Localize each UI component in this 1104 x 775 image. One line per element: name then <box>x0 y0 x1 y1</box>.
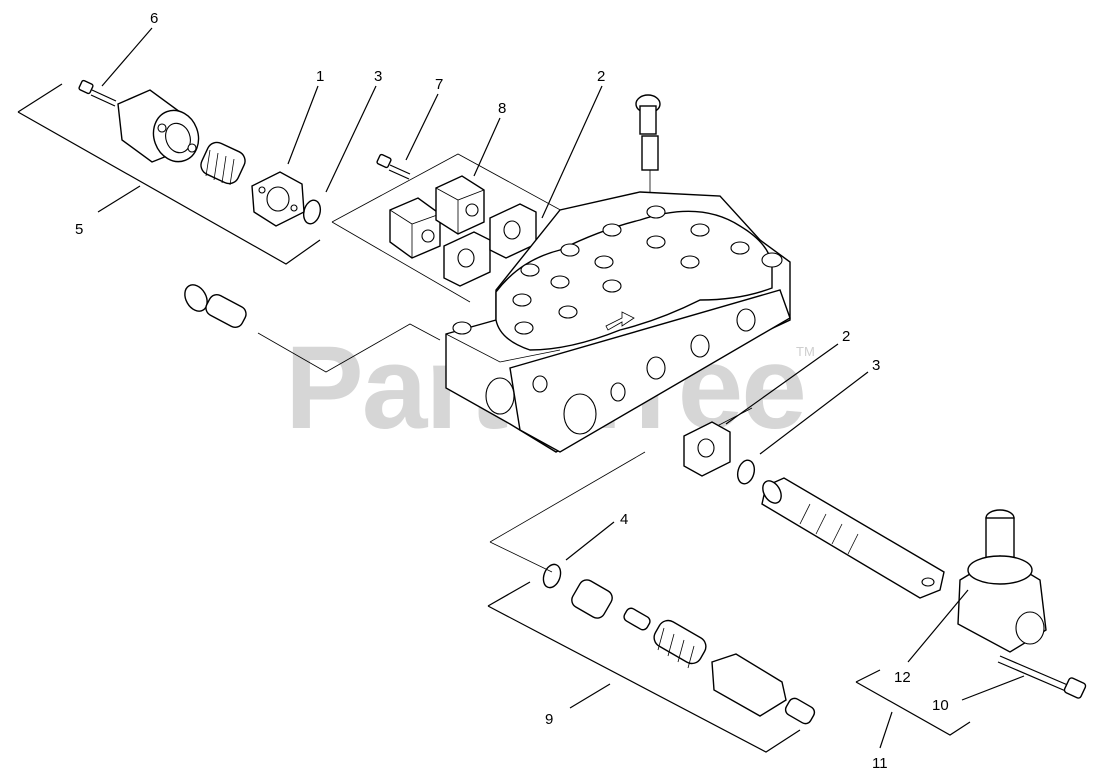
callout-11: 11 <box>872 755 888 772</box>
callout-12: 12 <box>894 669 911 686</box>
group-bracket-9 <box>487 581 801 753</box>
plate-part-2b <box>683 421 731 477</box>
o-ring-part-3b <box>736 459 756 485</box>
callout-10: 10 <box>932 697 949 714</box>
callout-2b: 2 <box>842 328 850 345</box>
plate-parts <box>443 203 537 287</box>
screw-part-10 <box>997 655 1087 699</box>
callout-7: 7 <box>435 76 443 93</box>
poppet-part <box>635 94 661 171</box>
spring-part <box>200 141 246 186</box>
spool-part <box>761 477 945 599</box>
callout-3b: 3 <box>872 357 880 374</box>
callout-6: 6 <box>150 10 158 27</box>
plug-part <box>184 284 247 328</box>
callout-2a: 2 <box>597 68 605 85</box>
cube-part-8 <box>389 175 485 259</box>
screw-part-6 <box>78 79 117 107</box>
o-ring-part-3a <box>302 199 322 225</box>
callout-3a: 3 <box>374 68 382 85</box>
flange-part-1 <box>251 171 305 227</box>
valve-body-part-2 <box>445 191 791 453</box>
callout-8: 8 <box>498 100 506 117</box>
callout-5: 5 <box>75 221 83 238</box>
callout-4: 4 <box>620 511 628 528</box>
handle-housing-part-12 <box>957 509 1047 653</box>
relief-valve-part-9 <box>571 579 816 725</box>
callout-labels: 6 1 3 7 8 2 5 2 3 4 9 12 10 11 <box>75 10 949 772</box>
callout-1: 1 <box>316 68 324 85</box>
leader-lines <box>101 27 1025 701</box>
callout-9: 9 <box>545 711 553 728</box>
group-bracket-11 <box>855 669 971 749</box>
watermark-trademark: TM <box>796 344 815 359</box>
solenoid-part-5 <box>117 89 200 163</box>
o-ring-part-4 <box>542 563 562 589</box>
group-bracket-5 <box>17 83 321 265</box>
screw-part-7 <box>376 153 411 180</box>
